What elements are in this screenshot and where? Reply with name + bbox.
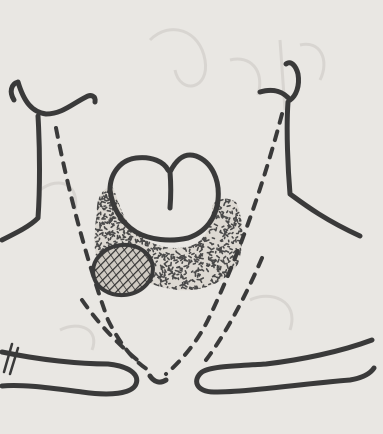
right-clavicle [197, 340, 374, 392]
left-clavicle [2, 352, 137, 394]
right-neck-contour [287, 102, 360, 236]
left-neck-contour [2, 116, 40, 240]
cartilage-notch [170, 172, 171, 208]
sternal-notch [150, 376, 166, 382]
thyroid-cartilage [110, 155, 218, 240]
right-jaw-angle [260, 63, 299, 100]
margin-scribble [4, 344, 18, 374]
left-jaw-angle [11, 82, 95, 114]
